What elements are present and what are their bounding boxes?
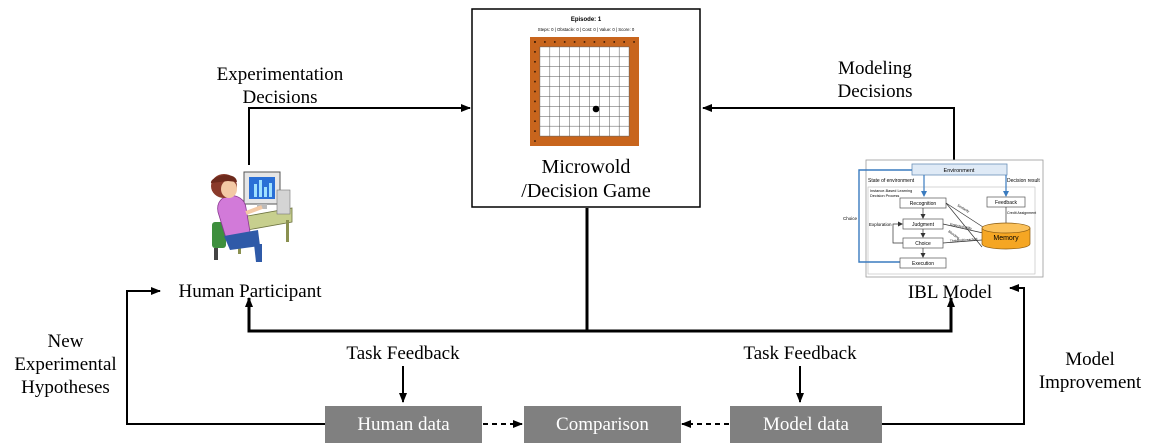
human-participant-illustration <box>210 171 293 262</box>
grid-border-mark <box>534 100 536 103</box>
ibl-execution: Execution <box>912 261 934 267</box>
grid-border-mark <box>553 41 556 43</box>
grid-interior <box>539 46 630 137</box>
ibl-feedback: Feedback <box>995 200 1017 206</box>
arrow-modeling <box>702 104 955 160</box>
grid-border-mark <box>534 140 536 142</box>
ibl-choice-side: Choice <box>843 216 858 221</box>
arrow-model-improvement <box>882 284 1025 425</box>
game-episode: Episode: 1 <box>571 17 602 23</box>
ibl-decision-result: Decision result <box>1007 178 1040 184</box>
grid-border-mark <box>534 51 536 53</box>
model-data-box: Model data <box>730 406 882 443</box>
arrow-new-hypotheses <box>126 287 325 425</box>
ibl-line-label-3: Blending <box>947 230 960 241</box>
label-task-feedback-right: Task Feedback <box>743 343 857 364</box>
grid-border-mark <box>534 70 536 73</box>
label-new-hypotheses: New Experimental Hypotheses <box>14 331 117 398</box>
ibl-memory: Memory <box>993 235 1019 242</box>
grid-border-mark <box>603 41 606 43</box>
ibl-exploration: Exploration <box>869 222 892 227</box>
microworld-panel: Episode: 1 Steps: 0 | Obstacle: 0 | Cost… <box>471 8 701 208</box>
grid-border-mark <box>633 41 635 43</box>
grid-border-mark <box>534 120 536 123</box>
label-experimentation-decisions: Experimentation Decisions <box>216 64 344 108</box>
grid-border-mark <box>593 41 596 43</box>
ibl-credit-assignment: Credit Assignment <box>1007 211 1036 215</box>
ibl-process-title-2: Decision Process <box>870 194 899 198</box>
ibl-judgment: Judgment <box>912 222 935 228</box>
label-task-feedback-left: Task Feedback <box>346 343 460 364</box>
grid-border-mark <box>534 110 536 113</box>
label-model-improvement: Model Improvement <box>1038 349 1142 393</box>
ibl-line-label-1: Similarity <box>957 203 971 213</box>
label-human-participant: Human Participant <box>178 281 322 302</box>
ibl-line-label-2: Expected utility <box>950 222 973 231</box>
ibl-state: State of environment <box>868 178 915 184</box>
agent-dot <box>592 105 600 113</box>
arrow-feedback-split <box>245 208 955 333</box>
ibl-recognition: Recognition <box>910 201 937 207</box>
grid-border-mark <box>583 41 586 43</box>
label-microworld: Microwold /Decision Game <box>521 156 651 202</box>
grid-border-mark <box>534 41 536 43</box>
grid-border-mark <box>534 60 536 63</box>
game-grid <box>530 37 639 146</box>
grid-border-mark <box>544 41 546 43</box>
label-modeling-decisions: Modeling Decisions <box>837 58 913 102</box>
arrow-experimentation <box>248 104 471 165</box>
human-data-box: Human data <box>325 406 482 443</box>
label-ibl-model: IBL Model <box>907 282 993 303</box>
grid-border-mark <box>573 41 576 43</box>
ibl-choice: Choice <box>915 241 931 247</box>
ibl-model-panel: Environment State of environment Decisio… <box>843 159 1044 278</box>
grid-border-mark <box>623 41 625 43</box>
grid-border-mark <box>534 90 536 93</box>
grid-border-mark <box>613 41 616 43</box>
ibl-line-label-4: Threshold reached <box>950 237 978 243</box>
comparison-box: Comparison <box>524 406 681 443</box>
grid-border-mark <box>534 80 536 83</box>
game-stats: Steps: 0 | Obstacle: 0 | Cost: 0 | Value… <box>538 27 635 32</box>
grid-border-mark <box>534 130 536 132</box>
ibl-environment: Environment <box>944 168 975 174</box>
memory-cylinder: Memory <box>981 222 1031 250</box>
ibl-process-title-1: Instance-Based Learning <box>870 189 912 193</box>
grid-border-mark <box>563 41 566 43</box>
